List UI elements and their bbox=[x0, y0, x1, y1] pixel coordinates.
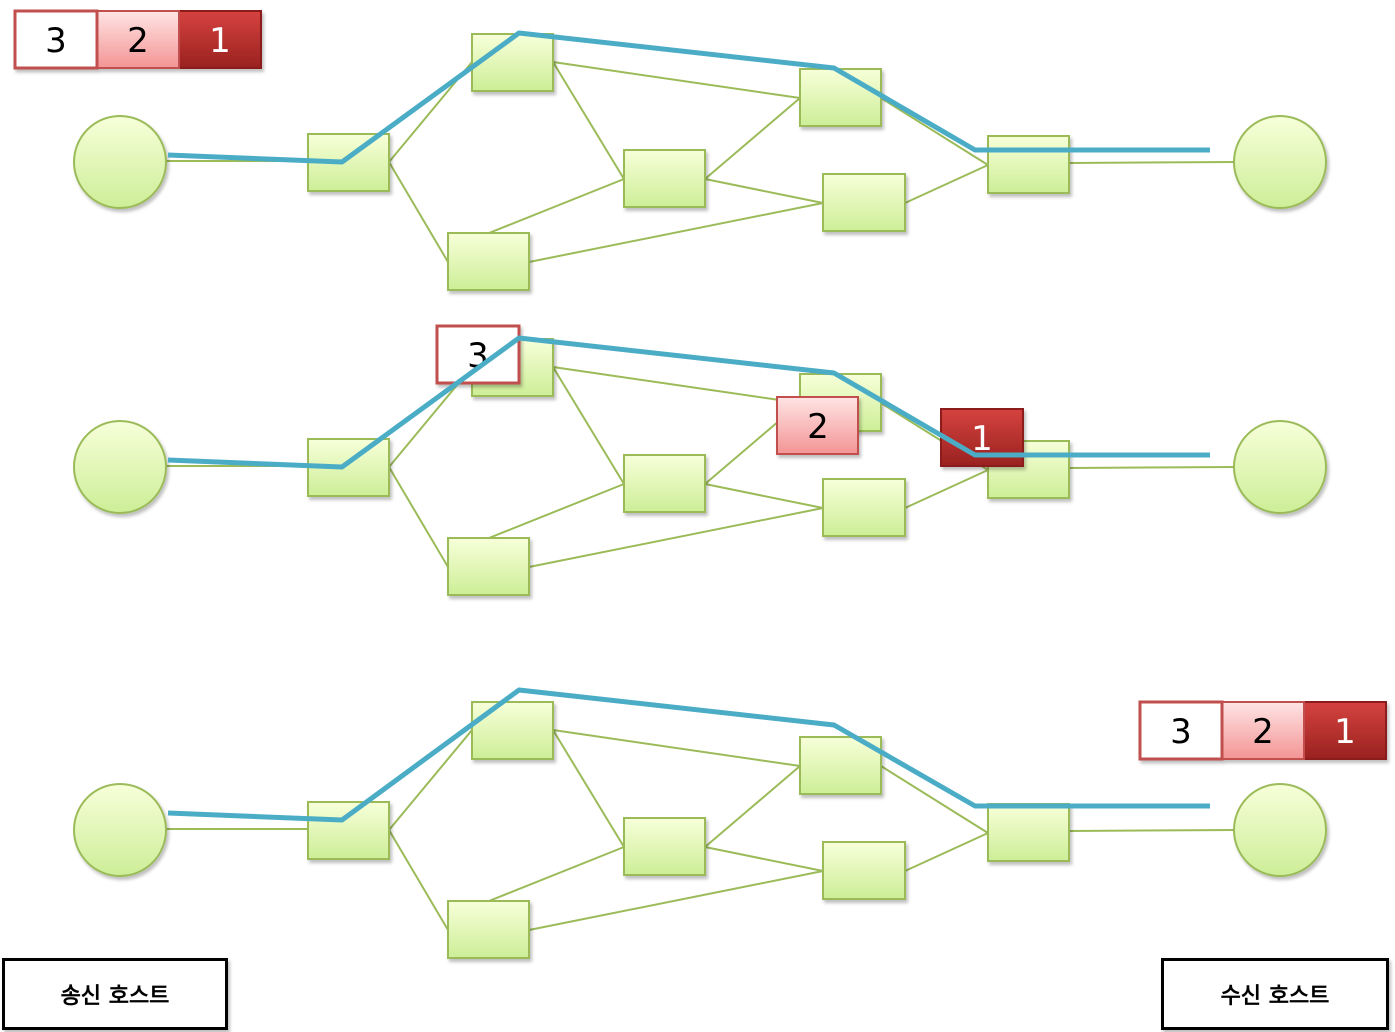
sender-host-label: 송신 호스트 bbox=[2, 958, 228, 1030]
link bbox=[704, 178, 824, 204]
packet-1-label: 1 bbox=[971, 419, 993, 459]
link bbox=[388, 161, 449, 263]
packet-2-label: 2 bbox=[1252, 712, 1274, 752]
transmission-path bbox=[167, 30, 1210, 165]
router-node bbox=[623, 817, 706, 876]
links bbox=[166, 729, 1237, 931]
packet-1-label: 1 bbox=[209, 21, 231, 61]
link bbox=[880, 97, 989, 166]
stage-1 bbox=[73, 30, 1327, 291]
sender-packet-queue: 1 2 3 bbox=[13, 9, 262, 70]
receiver-packet-queue: 1 2 3 bbox=[1138, 700, 1387, 761]
link bbox=[388, 729, 473, 831]
nodes bbox=[73, 33, 1327, 291]
link bbox=[1068, 161, 1237, 164]
link bbox=[704, 97, 801, 180]
packet-3: 3 bbox=[435, 324, 521, 385]
link bbox=[704, 765, 801, 848]
link bbox=[552, 61, 625, 180]
packet-3 bbox=[13, 9, 99, 70]
router-node bbox=[987, 135, 1070, 194]
packet-1 bbox=[1303, 701, 1387, 760]
link bbox=[704, 846, 824, 872]
router-node bbox=[307, 801, 390, 860]
nodes bbox=[73, 701, 1327, 959]
nodes bbox=[73, 338, 1327, 596]
link bbox=[528, 507, 824, 568]
link bbox=[552, 729, 801, 767]
link bbox=[488, 483, 625, 539]
router-node bbox=[447, 537, 530, 596]
link bbox=[552, 729, 625, 848]
sender-host-node bbox=[73, 115, 167, 209]
router-node bbox=[987, 803, 1070, 862]
receiver-host-label-text: 수신 호스트 bbox=[1220, 984, 1330, 1009]
packet-1-label: 1 bbox=[1334, 712, 1356, 752]
link bbox=[704, 483, 824, 509]
link bbox=[904, 164, 989, 204]
router-node bbox=[623, 454, 706, 513]
link bbox=[552, 366, 625, 485]
link bbox=[388, 466, 449, 568]
link bbox=[528, 870, 824, 931]
packet-3 bbox=[1138, 700, 1224, 761]
sender-host-node bbox=[73, 783, 167, 877]
link bbox=[904, 469, 989, 509]
link bbox=[904, 832, 989, 872]
receiver-host-node bbox=[1233, 783, 1327, 877]
router-node bbox=[447, 900, 530, 959]
link bbox=[552, 366, 801, 404]
link bbox=[488, 178, 625, 234]
packet-2-label: 2 bbox=[127, 21, 149, 61]
router-node bbox=[307, 133, 390, 192]
transmission-path bbox=[167, 687, 1210, 823]
stage-3 bbox=[73, 687, 1327, 959]
transmission-path bbox=[167, 335, 1210, 470]
packet-2: 2 bbox=[776, 396, 859, 455]
sender-host-label-text: 송신 호스트 bbox=[60, 984, 170, 1009]
packet-3-label: 3 bbox=[1170, 712, 1192, 752]
link bbox=[528, 202, 824, 263]
receiver-host-node bbox=[1233, 420, 1327, 514]
receiver-host-node bbox=[1233, 115, 1327, 209]
stage-2: 3 2 1 bbox=[73, 324, 1327, 596]
router-node bbox=[822, 478, 906, 537]
receiver-host-label: 수신 호스트 bbox=[1161, 958, 1389, 1030]
router-node bbox=[623, 149, 706, 208]
link bbox=[552, 61, 801, 99]
router-node bbox=[447, 232, 530, 291]
link bbox=[880, 765, 989, 834]
router-node bbox=[471, 33, 554, 92]
link bbox=[388, 829, 449, 931]
router-node bbox=[822, 841, 906, 900]
links bbox=[166, 366, 1237, 568]
link bbox=[1068, 466, 1237, 469]
links bbox=[166, 61, 1237, 263]
link bbox=[488, 846, 625, 902]
packet-2 bbox=[1221, 701, 1305, 760]
sender-host-node bbox=[73, 420, 167, 514]
packet-3-label: 3 bbox=[45, 21, 67, 61]
packet-1 bbox=[178, 10, 262, 69]
packet-2-label: 2 bbox=[807, 407, 829, 447]
router-node bbox=[799, 68, 882, 127]
router-node bbox=[822, 173, 906, 232]
link bbox=[1068, 829, 1237, 832]
router-node bbox=[471, 701, 554, 760]
